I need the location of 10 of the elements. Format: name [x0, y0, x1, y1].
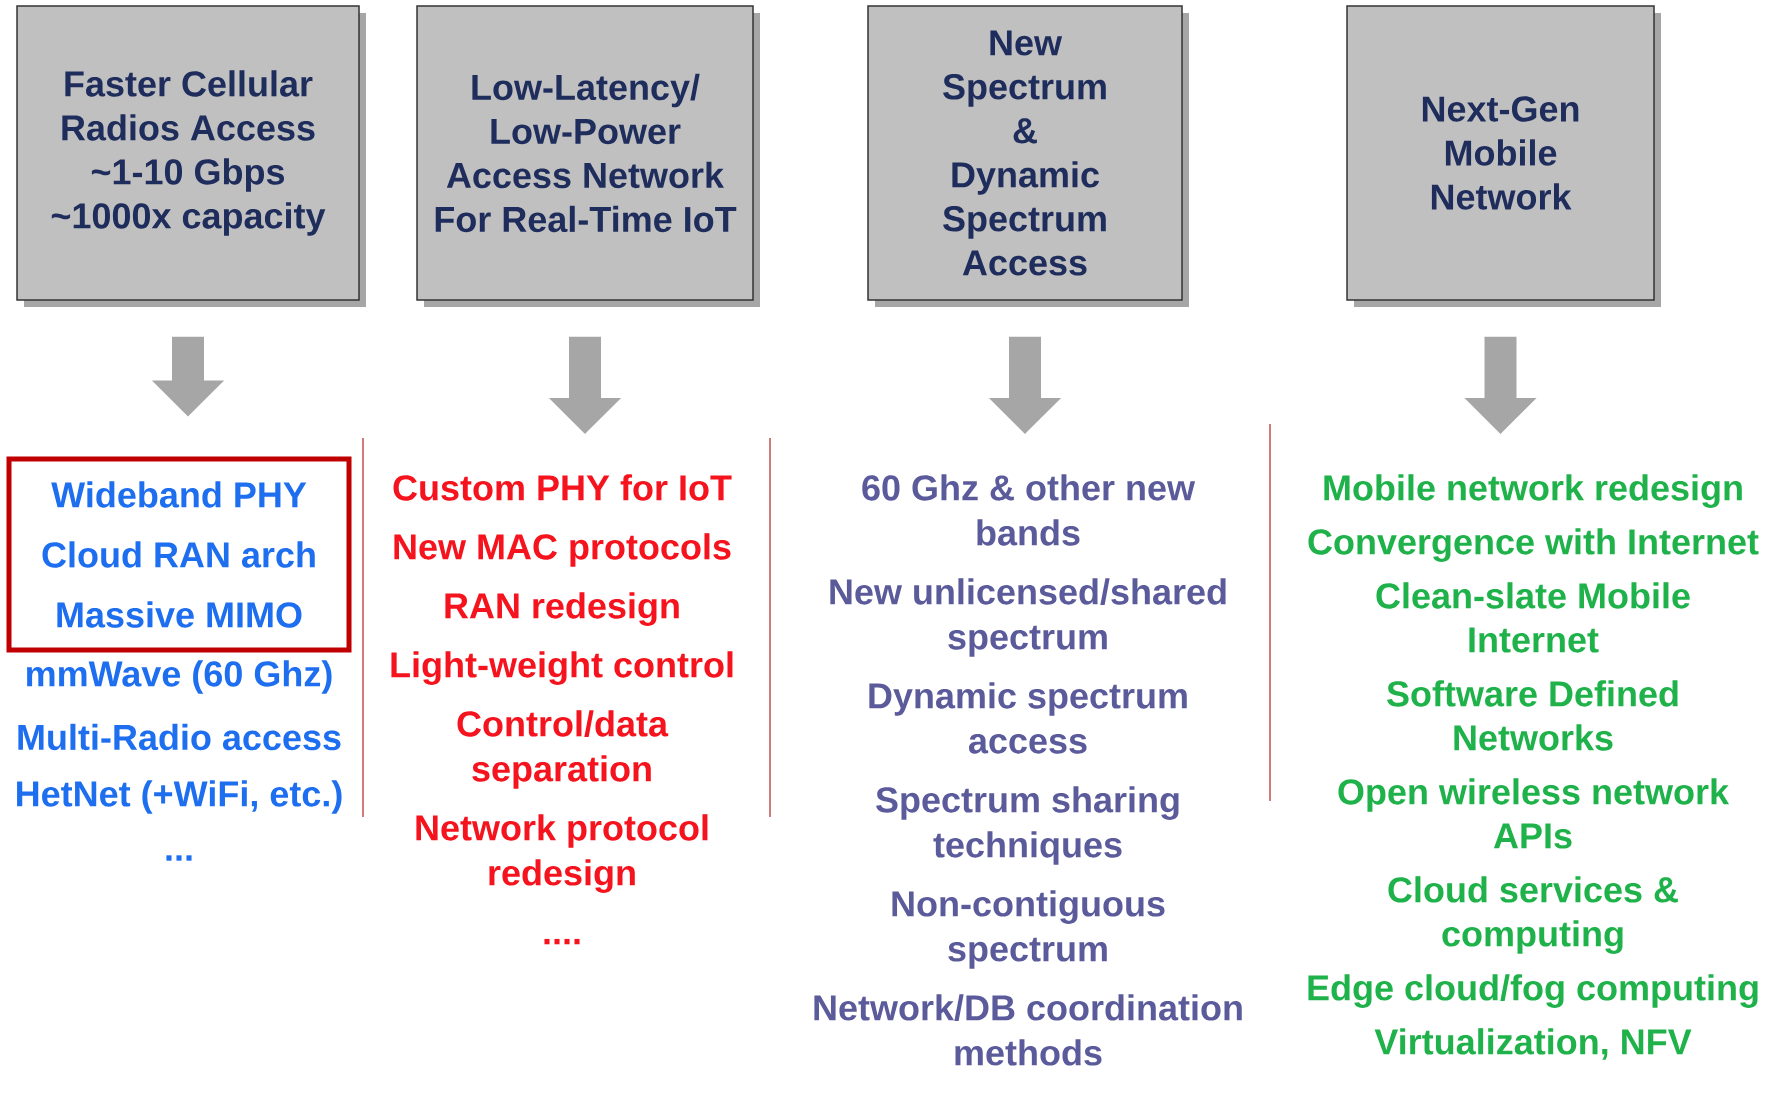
process-box: Next-Gen Mobile Network	[1346, 5, 1661, 307]
item-list: Custom PHY for IoT New MAC protocols RAN redesign Light-weight control Control/data separation Network protocol redesign ....	[391, 474, 733, 945]
process-box: New Spectrum & Dynamic Spectrum Access	[867, 5, 1189, 307]
process-box: Faster Cellular Radios Access ~1-10 Gbps ~1000x capacity	[16, 5, 366, 307]
list-item-text: ...	[166, 855, 192, 861]
list-item-text: Multi-Radio access	[18, 723, 341, 751]
item-list: 60 Ghz & other new bands New unlicensed/shared spectrum Dynamic spectrum access Spectrum sharing techniques Non-contiguous spectrum Network/DB coordination methods	[814, 474, 1242, 1066]
list-item-text: HetNet (+WiFi, etc.)	[17, 780, 342, 814]
item-list: Mobile network redesign Convergence with Internet Clean-slate Mobile Internet Software Defined Networks Open wireless network APIs Cloud services & computing Edge cloud/fog computing Virtualization, NFV	[1308, 474, 1759, 1060]
process-box: Low-Latency/ Low-Power Access Network For Real-Time IoT	[416, 5, 760, 307]
